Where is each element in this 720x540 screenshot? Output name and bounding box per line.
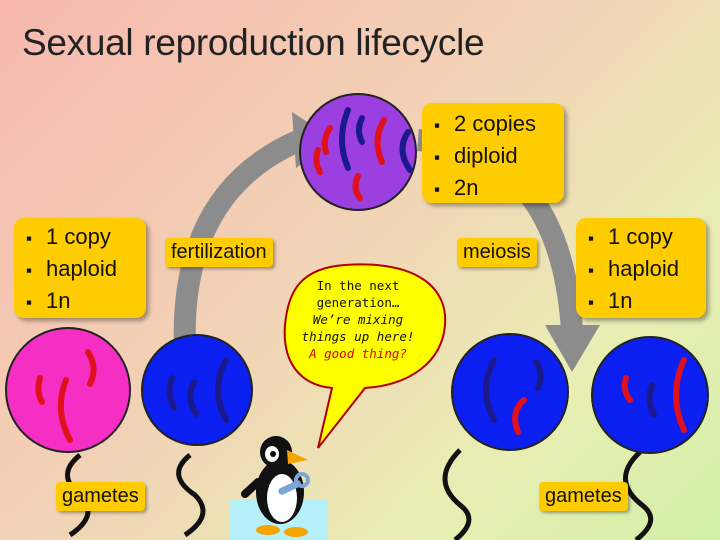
diploid-item: diploid [434, 141, 564, 173]
haploid-item: 1n [588, 286, 706, 318]
gametes-label-left: gametes [56, 482, 145, 511]
haploid-item: haploid [26, 254, 146, 286]
diploid-item: 2n [434, 173, 564, 205]
speech-line-5: A good thing? [309, 346, 407, 361]
gamete-blue-cell-center [442, 333, 569, 540]
speech-line-1: In the next [316, 278, 400, 293]
speech-line-2: generation… [316, 295, 400, 310]
meiosis-arrowhead [545, 325, 600, 372]
haploid-item: haploid [588, 254, 706, 286]
haploid-item: 1n [26, 286, 146, 318]
haploid-box-left: 1 copy haploid 1n [14, 218, 146, 318]
diploid-item: 2 copies [434, 109, 564, 141]
meiosis-label: meiosis [457, 238, 537, 267]
penguin-mascot-icon [230, 436, 328, 540]
speech-line-3: We’re mixing [312, 312, 404, 327]
haploid-item: 1 copy [588, 222, 706, 254]
haploid-box-right: 1 copy haploid 1n [576, 218, 706, 318]
haploid-item: 1 copy [26, 222, 146, 254]
speech-bubble [283, 263, 447, 449]
gamete-blue-cell-right [591, 336, 709, 540]
page-title: Sexual reproduction lifecycle [22, 22, 485, 63]
gametes-label-right: gametes [539, 482, 628, 511]
gamete-blue-cell-left [141, 334, 253, 538]
diploid-box: 2 copies diploid 2n [422, 103, 564, 203]
diploid-zygote-cell [299, 93, 417, 211]
speech-bubble-text: In the next generation… We’re mixing thi… [292, 277, 424, 362]
speech-line-4: things up here! [301, 329, 415, 344]
fertilization-label: fertilization [165, 238, 273, 267]
